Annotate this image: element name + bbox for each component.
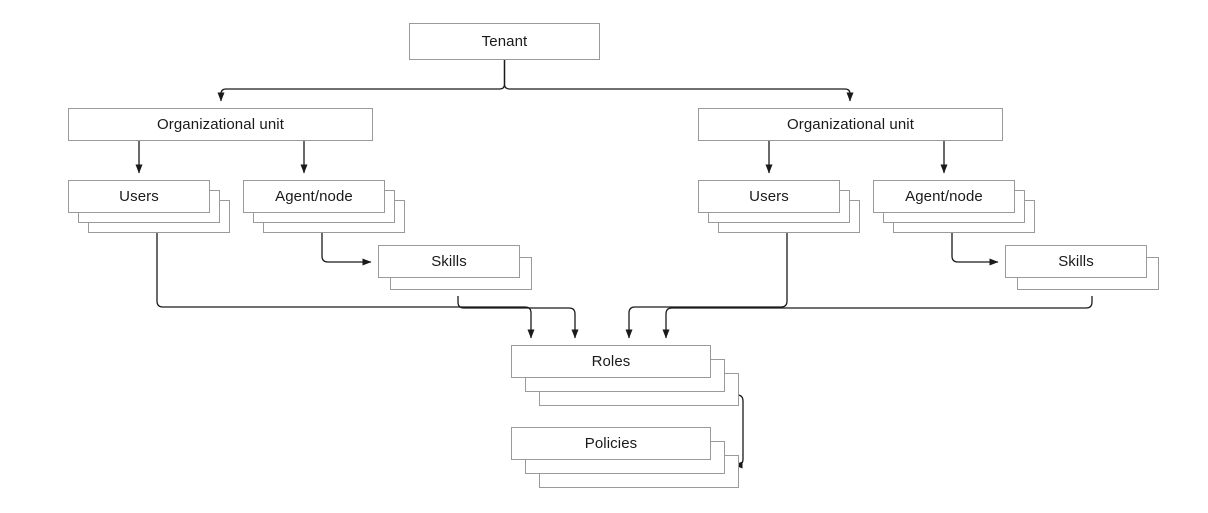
node-skills-left-face[interactable]: Skills [378, 245, 520, 278]
node-skills-right[interactable]: Skills [1005, 245, 1175, 295]
node-skills-left-label: Skills [431, 253, 467, 270]
node-agent-node-right-label: Agent/node [905, 188, 983, 205]
edge-tenant-to-org-left [217, 60, 506, 102]
edge-agent-left-to-skills-left [321, 231, 372, 266]
node-roles[interactable]: Roles [511, 345, 751, 406]
node-skills-right-face[interactable]: Skills [1005, 245, 1147, 278]
node-users-right[interactable]: Users [698, 180, 878, 235]
node-agent-node-left-label: Agent/node [275, 188, 353, 205]
node-users-right-face[interactable]: Users [698, 180, 840, 213]
node-org-unit-right[interactable]: Organizational unit [698, 108, 1003, 141]
node-tenant[interactable]: Tenant [409, 23, 600, 60]
edge-skills-right-to-roles [662, 296, 1093, 339]
edge-tenant-to-org-right [503, 60, 854, 102]
node-policies-label: Policies [584, 435, 638, 452]
node-users-left[interactable]: Users [68, 180, 248, 235]
node-org-unit-right-face[interactable]: Organizational unit [698, 108, 1003, 141]
edge-users-left-to-roles [156, 231, 535, 339]
node-agent-node-right-face[interactable]: Agent/node [873, 180, 1015, 213]
node-tenant-label: Tenant [481, 33, 528, 50]
edge-users-right-to-roles [625, 231, 788, 339]
node-skills-left[interactable]: Skills [378, 245, 548, 295]
node-agent-node-right[interactable]: Agent/node [873, 180, 1053, 235]
node-roles-face[interactable]: Roles [511, 345, 711, 378]
edge-roles-to-policies [727, 394, 744, 469]
node-org-unit-right-label: Organizational unit [787, 116, 914, 133]
node-policies-face[interactable]: Policies [511, 427, 711, 460]
node-roles-label: Roles [591, 353, 631, 370]
node-policies[interactable]: Policies [511, 427, 751, 488]
node-skills-right-label: Skills [1058, 253, 1094, 270]
edge-skills-left-to-roles [457, 296, 579, 339]
node-users-right-label: Users [749, 188, 789, 205]
edge-agent-right-to-skills-right [951, 231, 999, 266]
node-org-unit-left[interactable]: Organizational unit [68, 108, 373, 141]
node-users-left-label: Users [119, 188, 159, 205]
node-users-left-face[interactable]: Users [68, 180, 210, 213]
node-agent-node-left[interactable]: Agent/node [243, 180, 423, 235]
node-org-unit-left-face[interactable]: Organizational unit [68, 108, 373, 141]
node-agent-node-left-face[interactable]: Agent/node [243, 180, 385, 213]
node-tenant-face[interactable]: Tenant [409, 23, 600, 60]
node-org-unit-left-label: Organizational unit [157, 116, 284, 133]
